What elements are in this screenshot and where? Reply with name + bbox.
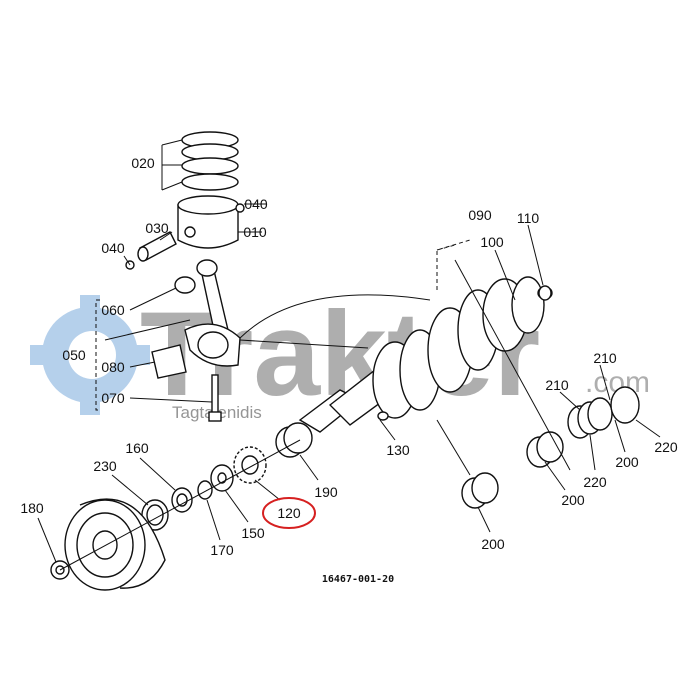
label-120[interactable]: 120	[277, 505, 301, 521]
label-050: 050	[62, 347, 86, 363]
thrust-washers	[567, 386, 640, 439]
piston-pin	[137, 231, 177, 262]
piston	[177, 195, 239, 249]
label-090: 090	[468, 207, 492, 223]
label-190: 190	[314, 484, 338, 500]
leader-lines	[37, 139, 661, 563]
label-180: 180	[20, 500, 44, 516]
bearing-200	[461, 472, 499, 509]
ring-170	[197, 480, 213, 500]
washer-150	[210, 464, 234, 492]
label-010: 010	[243, 224, 267, 240]
label-100: 100	[480, 234, 504, 250]
label-130: 130	[386, 442, 410, 458]
label-230: 230	[93, 458, 117, 474]
bearing-190	[275, 422, 313, 458]
label-220b: 220	[583, 474, 607, 490]
label-160: 160	[125, 440, 149, 456]
label-080: 080	[101, 359, 125, 375]
label-200: 200	[561, 492, 585, 508]
label-200c: 200	[481, 536, 505, 552]
piston-rings	[181, 131, 239, 191]
label-150: 150	[241, 525, 265, 541]
highlight-circle	[262, 497, 316, 529]
label-200b: 200	[615, 454, 639, 470]
gear-120	[233, 446, 267, 484]
label-220: 220	[654, 439, 678, 455]
label-210: 210	[593, 350, 617, 366]
label-020: 020	[131, 155, 155, 171]
connecting-rod	[151, 259, 241, 422]
label-030: 030	[145, 220, 169, 236]
label-040b: 040	[101, 240, 125, 256]
label-060: 060	[101, 302, 125, 318]
drawing-number: 16467-001-20	[322, 574, 394, 585]
crankshaft	[298, 276, 553, 433]
pulley	[64, 498, 166, 591]
label-070: 070	[101, 390, 125, 406]
label-110: 110	[517, 210, 540, 226]
label-040: 040	[244, 196, 268, 212]
label-210b: 210	[545, 377, 569, 393]
label-170: 170	[210, 542, 234, 558]
bearing-200b	[526, 431, 564, 468]
